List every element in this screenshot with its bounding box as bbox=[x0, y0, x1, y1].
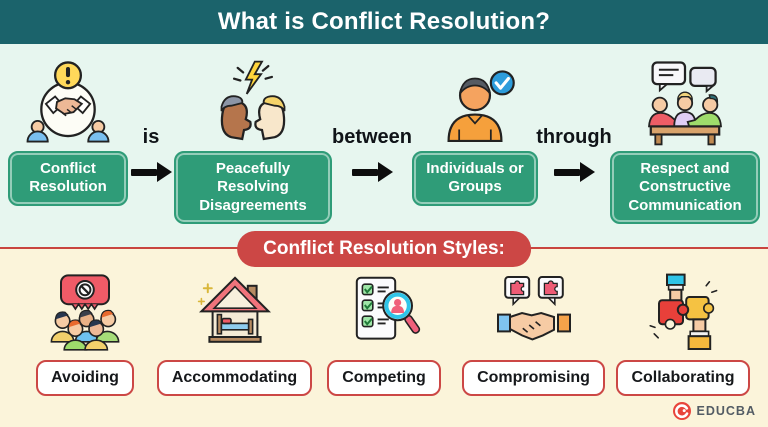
handshake-puzzle-bubbles-icon bbox=[496, 276, 571, 341]
checklist-magnifier-icon bbox=[355, 276, 421, 340]
handshake-alert-icon bbox=[26, 61, 110, 143]
style-collaborating: Collaborating bbox=[612, 273, 754, 396]
person-check-icon bbox=[447, 70, 515, 143]
educba-logo-icon bbox=[672, 402, 691, 420]
styles-heading: Conflict Resolution Styles: bbox=[237, 231, 531, 267]
right-arrow-icon bbox=[351, 162, 393, 182]
header-bar: What is Conflict Resolution? bbox=[0, 0, 768, 44]
flow-box-peaceful-resolution: Peacefully Resolving Disagreements bbox=[174, 151, 332, 224]
arguing-heads-icon bbox=[220, 60, 286, 141]
flow-step-peaceful-resolution: Peacefully Resolving Disagreements bbox=[174, 44, 332, 247]
brand-name: EDUCBA bbox=[696, 404, 756, 418]
style-competing: Competing bbox=[313, 273, 455, 396]
flow-step-conflict-resolution: Conflict Resolution bbox=[8, 44, 128, 247]
right-arrow-icon bbox=[130, 162, 172, 182]
style-label-compromising: Compromising bbox=[462, 360, 605, 396]
flow-box-individuals-groups: Individuals or Groups bbox=[412, 151, 538, 206]
puzzle-hands-icon bbox=[649, 273, 718, 350]
definition-flow: Conflict Resolution is Peacefully R bbox=[0, 44, 768, 247]
no-talk-crowd-icon bbox=[50, 274, 120, 351]
style-accommodating: Accommodating bbox=[156, 273, 313, 396]
flow-step-individuals-groups: Individuals or Groups bbox=[412, 44, 538, 247]
flow-step-respect-communication: Respect and Constructive Communication bbox=[610, 44, 760, 247]
style-compromising: Compromising bbox=[462, 273, 605, 396]
brand-logo: EDUCBA bbox=[672, 401, 756, 421]
connector-is: is bbox=[128, 44, 174, 247]
connector-between: between bbox=[332, 44, 412, 247]
styles-section: Conflict Resolution Styles: bbox=[0, 231, 768, 427]
right-arrow-icon bbox=[553, 162, 595, 182]
flow-box-respect-communication: Respect and Constructive Communication bbox=[610, 151, 760, 224]
style-avoiding: Avoiding bbox=[14, 273, 156, 396]
connector-word: is bbox=[142, 126, 160, 148]
style-label-competing: Competing bbox=[327, 360, 441, 396]
style-label-avoiding: Avoiding bbox=[36, 360, 134, 396]
styles-row: Avoiding bbox=[0, 249, 768, 396]
meeting-discussion-icon bbox=[648, 61, 722, 146]
style-label-accommodating: Accommodating bbox=[156, 360, 313, 396]
flow-box-conflict-resolution: Conflict Resolution bbox=[8, 151, 128, 206]
page-title: What is Conflict Resolution? bbox=[217, 8, 551, 35]
connector-word: between bbox=[331, 126, 413, 148]
connector-through: through bbox=[536, 44, 612, 247]
house-bed-icon bbox=[197, 276, 271, 343]
connector-word: through bbox=[536, 126, 612, 148]
style-label-collaborating: Collaborating bbox=[616, 360, 750, 396]
